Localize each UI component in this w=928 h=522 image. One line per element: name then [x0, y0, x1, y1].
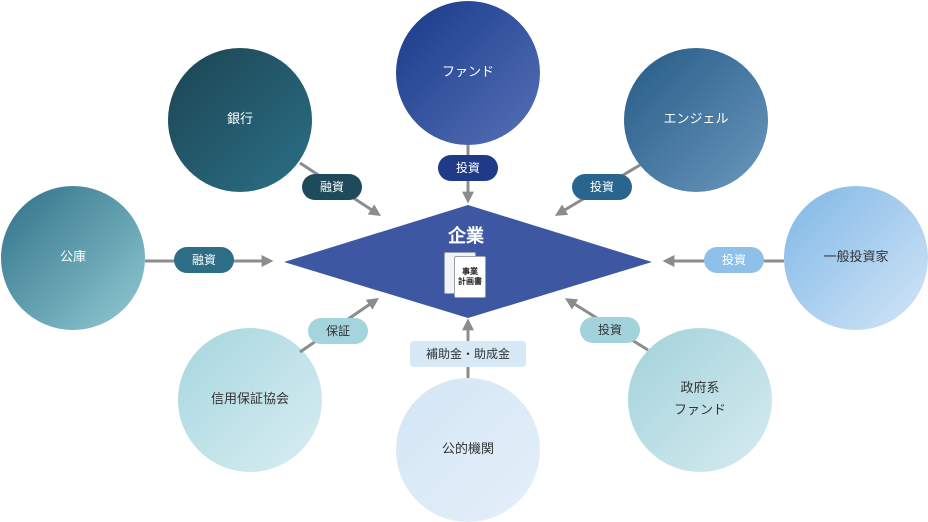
node-circle-public-agency — [396, 378, 540, 522]
label-public-agency-subsidy: 補助金・助成金 — [410, 341, 526, 367]
node-bank: 銀行 — [168, 48, 312, 192]
node-circle-public-corp — [1, 186, 145, 330]
node-fund: ファンド — [396, 1, 540, 145]
node-label-fund: ファンド — [441, 65, 494, 80]
node-label-public-corp: 公庫 — [59, 250, 86, 265]
label-fund-investment: 投資 — [438, 155, 498, 181]
business-plan-document-icon: 事業 計画書 — [444, 248, 490, 300]
label-gov-fund-investment: 投資 — [580, 317, 640, 343]
node-angel: エンジェル — [624, 48, 768, 192]
node-circle-angel — [624, 48, 768, 192]
node-circle-fund — [396, 1, 540, 145]
document-text-line2: 計画書 — [458, 277, 482, 286]
node-label-angel: エンジェル — [663, 112, 729, 127]
node-credit-guarantee: 信用保証協会 — [178, 328, 322, 472]
node-label-gov-fund: 政府系 ファンド — [673, 381, 726, 418]
node-label-credit-guarantee: 信用保証協会 — [210, 392, 289, 407]
label-credit-guarantee: 保証 — [308, 318, 368, 344]
node-circle-gov-fund — [628, 328, 772, 472]
node-label-bank: 銀行 — [226, 112, 253, 127]
label-bank-loan: 融資 — [302, 174, 362, 200]
node-circle-credit-guarantee — [178, 328, 322, 472]
node-gov-fund: 政府系 ファンド — [628, 328, 772, 472]
node-general-investor: 一般投資家 — [784, 186, 928, 330]
document-front-sheet: 事業 計画書 — [454, 256, 486, 298]
label-general-investor-investment: 投資 — [704, 247, 764, 273]
label-public-corp-loan: 融資 — [174, 247, 234, 273]
node-public-agency: 公的機関 — [396, 378, 540, 522]
node-label-general-investor: 一般投資家 — [823, 250, 889, 265]
node-label-public-agency: 公的機関 — [441, 442, 494, 457]
node-circle-general-investor — [784, 186, 928, 330]
company-label: 企業 — [448, 226, 484, 247]
node-circle-bank — [168, 48, 312, 192]
document-text-line1: 事業 — [462, 267, 478, 276]
label-angel-investment: 投資 — [572, 174, 632, 200]
node-public-corp: 公庫 — [1, 186, 145, 330]
